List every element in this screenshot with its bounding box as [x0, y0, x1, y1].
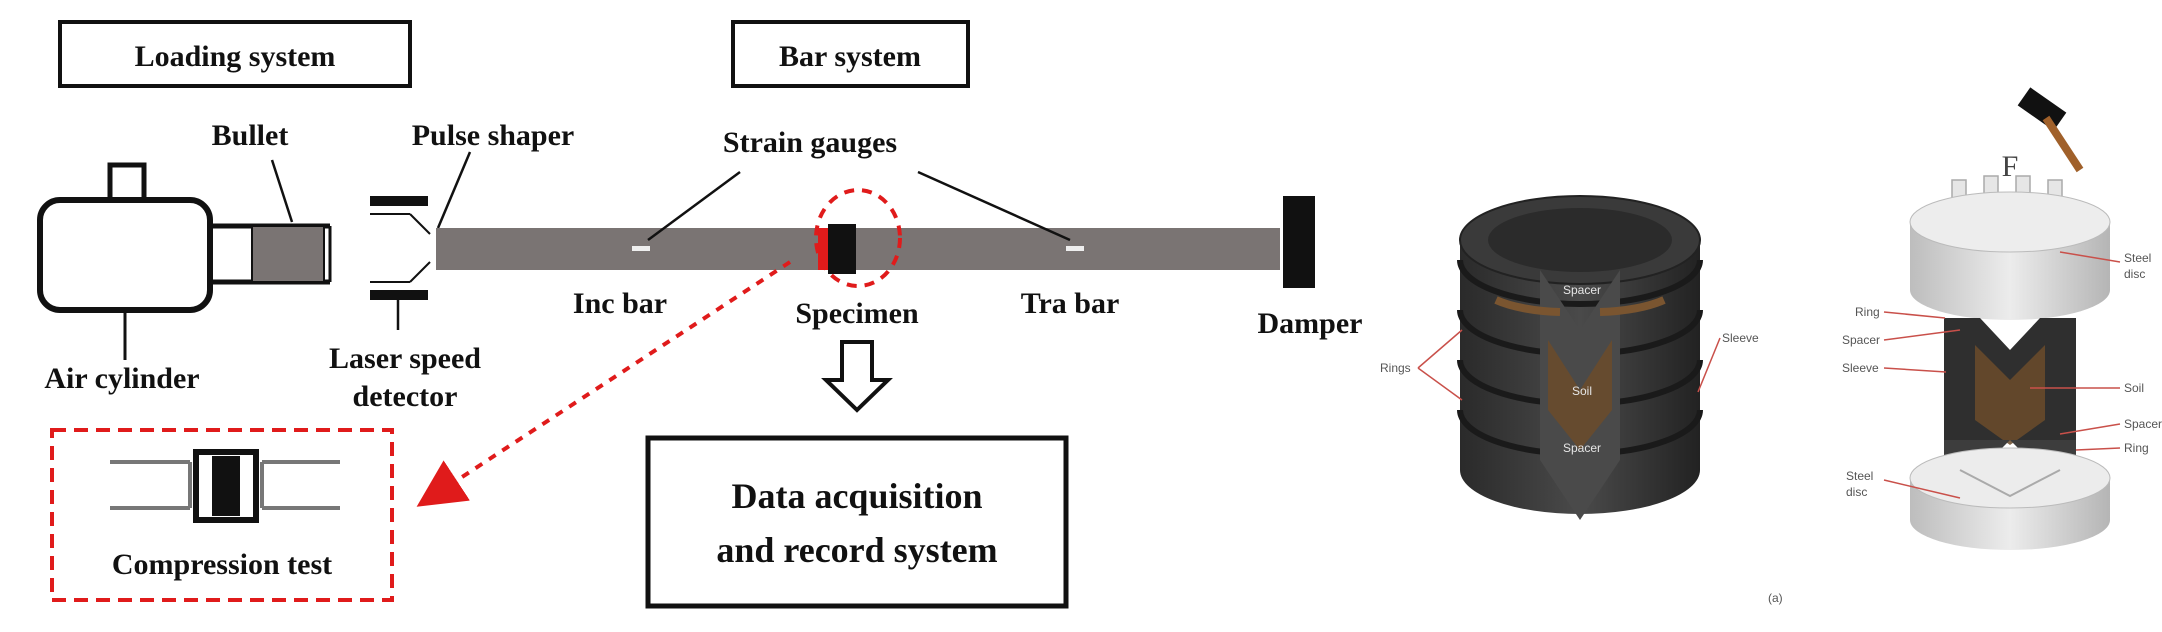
steel-disc-bottom-label-1: Steel — [1846, 469, 1873, 483]
spacer-left-label: Spacer — [1842, 333, 1880, 347]
down-arrow — [821, 340, 893, 413]
soil-label: Soil — [1572, 384, 1592, 398]
laser-speed-detector — [370, 196, 431, 330]
spacer-right-label: Spacer — [2124, 417, 2162, 431]
ring-top-label: Ring — [1855, 305, 1880, 319]
laser-speed-detector-label-1: Laser speed — [329, 342, 481, 375]
compression-test-inset: Compression test — [50, 428, 394, 602]
specimen — [828, 224, 856, 274]
specimen-contact-mark — [818, 228, 828, 270]
inc-bar-label: Inc bar — [573, 287, 667, 320]
strain-gauge-incident — [632, 246, 650, 251]
bullet-label: Bullet — [212, 119, 289, 152]
strain-gauges-label: Strain gauges — [723, 126, 897, 159]
soil-core — [1548, 340, 1612, 450]
sleeve-label: Sleeve — [1722, 331, 1759, 345]
sleeve-left-label: Sleeve — [1842, 361, 1879, 375]
steel-disc-bottom-label-2: disc — [1846, 485, 1867, 499]
specimen-label: Specimen — [795, 297, 919, 330]
bullet-leader — [270, 159, 294, 223]
ring-bottom-label: Ring — [2124, 441, 2149, 455]
spacer-bottom-label: Spacer — [1563, 441, 1601, 455]
daq-label-line2: and record system — [716, 530, 997, 570]
air-cylinder-label: Air cylinder — [44, 362, 199, 395]
steel-disc-top-label-2: disc — [2124, 267, 2145, 281]
force-label: F — [2002, 150, 2019, 183]
pulse-shaper-label: Pulse shaper — [412, 119, 575, 152]
pulse-shaper-leader — [436, 151, 472, 229]
loading-system-box: Loading system — [58, 20, 412, 88]
subfigure-label: (a) — [1768, 591, 1783, 605]
air-cylinder — [37, 162, 213, 360]
strain-gauge-leader-left — [647, 170, 741, 242]
soil-middle — [1975, 345, 2045, 445]
data-acquisition-box: Data acquisition and record system — [645, 435, 1069, 609]
daq-label-line1: Data acquisition — [731, 476, 982, 516]
tra-bar-label: Tra bar — [1021, 287, 1120, 320]
spacer-top-label: Spacer — [1563, 283, 1601, 297]
bullet — [251, 225, 325, 283]
damper-label: Damper — [1258, 307, 1363, 340]
soil-right-label: Soil — [2124, 381, 2144, 395]
sleeve-assembly-render: Spacer Soil Spacer Rings Sleeve — [1380, 195, 1759, 520]
steel-disc-top-label-1: Steel — [2124, 251, 2151, 265]
bar-system-box: Bar system — [731, 20, 970, 88]
hammer-icon — [2017, 87, 2084, 173]
laser-speed-detector-label-2: detector — [353, 380, 458, 413]
strain-gauge-transmission — [1066, 246, 1084, 251]
compression-test-label: Compression test — [112, 548, 332, 581]
damper — [1283, 196, 1315, 288]
specimen-highlight-circle — [814, 188, 902, 288]
bar-system-label: Bar system — [779, 40, 921, 73]
loading-system-label: Loading system — [135, 40, 336, 73]
rings-label: Rings — [1380, 361, 1411, 375]
loading-assembly-render: F Steel disc Ring Spacer Sleeve Soil Spa… — [1842, 87, 2162, 550]
specimen-zoom-arrow — [416, 260, 792, 507]
strain-gauge-leader-right — [917, 170, 1071, 242]
